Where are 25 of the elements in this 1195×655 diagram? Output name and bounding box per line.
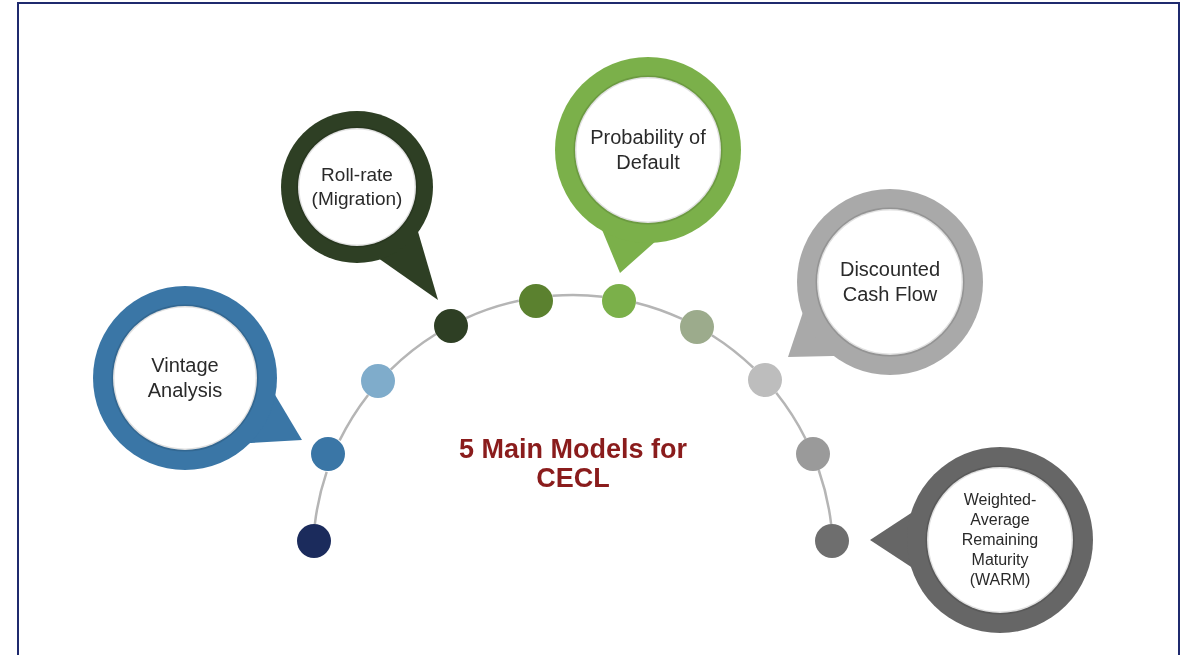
timeline-dot	[297, 524, 331, 558]
timeline-dot	[602, 284, 636, 318]
timeline-dot	[815, 524, 849, 558]
timeline-dot	[748, 363, 782, 397]
model-name: Probability of Default	[589, 125, 707, 175]
arc-line	[465, 299, 520, 320]
arc-line	[817, 469, 833, 525]
timeline-dot	[680, 310, 714, 344]
model-name: Discounted Cash Flow	[838, 257, 942, 307]
model-name: Roll-rate (Migration)	[310, 163, 404, 211]
arc-line	[338, 394, 370, 441]
timeline-dot	[796, 437, 830, 471]
arc-line	[552, 293, 603, 298]
arc-line	[635, 301, 683, 321]
arc-line	[711, 334, 755, 369]
model-name: Vintage Analysis	[146, 353, 224, 403]
model-name: Weighted-Average Remaining Maturity (WARM)	[960, 490, 1040, 590]
diagram-title: 5 Main Models for CECL	[458, 435, 688, 493]
arc-line	[775, 392, 807, 440]
arc-line	[389, 332, 437, 371]
timeline-dot	[361, 364, 395, 398]
timeline-dot	[434, 309, 468, 343]
timeline-dot	[519, 284, 553, 318]
arc-line	[313, 471, 328, 525]
timeline-dot	[311, 437, 345, 471]
